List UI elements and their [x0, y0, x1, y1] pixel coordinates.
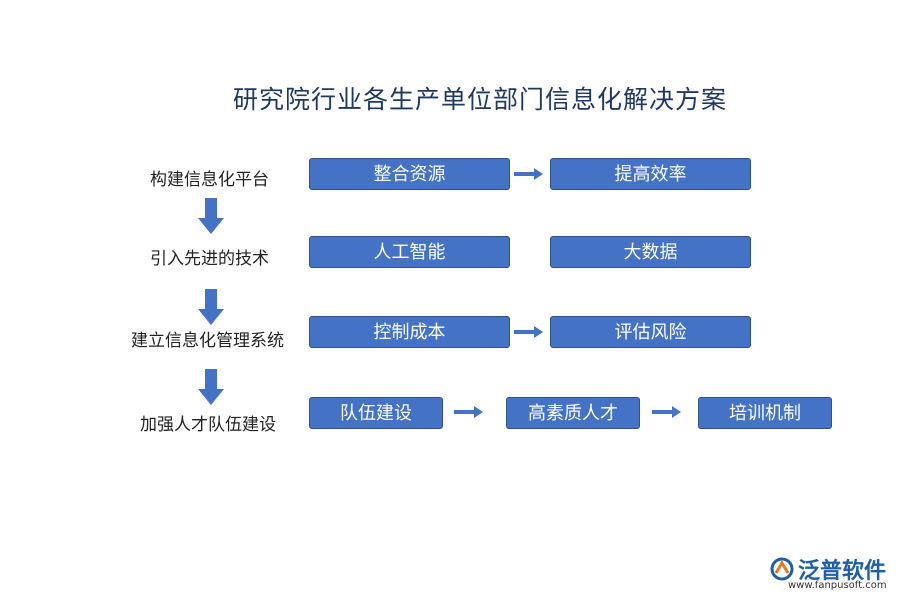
step-label-4: 加强人才队伍建设	[140, 415, 276, 435]
step-3-box-2: 评估风险	[550, 316, 751, 348]
right-arrow-icon	[454, 406, 483, 418]
step-label-2: 引入先进的技术	[150, 249, 269, 269]
step-label-1: 构建信息化平台	[150, 170, 269, 190]
down-arrow-icon	[198, 289, 224, 325]
brand-url: www.fanpusoft.com	[788, 580, 887, 591]
page-title: 研究院行业各生产单位部门信息化解决方案	[232, 85, 727, 114]
step-2-box-1: 人工智能	[309, 236, 510, 268]
down-arrow-icon	[198, 369, 224, 405]
step-4-box-3: 培训机制	[698, 397, 832, 429]
fanpu-logo-icon	[770, 557, 794, 581]
step-4-box-2: 高素质人才	[506, 397, 640, 429]
brand-name: 泛普软件	[798, 559, 887, 584]
step-3-box-1: 控制成本	[309, 316, 510, 348]
right-arrow-icon	[514, 326, 543, 338]
right-arrow-icon	[514, 168, 543, 180]
step-1-box-1: 整合资源	[309, 158, 510, 190]
down-arrow-icon	[198, 198, 224, 234]
step-2-box-2: 大数据	[550, 236, 751, 268]
step-4-box-1: 队伍建设	[309, 397, 443, 429]
step-1-box-2: 提高效率	[550, 158, 751, 190]
right-arrow-icon	[652, 406, 681, 418]
step-label-3: 建立信息化管理系统	[131, 331, 284, 351]
brand-logo: 泛普软件	[770, 553, 886, 585]
